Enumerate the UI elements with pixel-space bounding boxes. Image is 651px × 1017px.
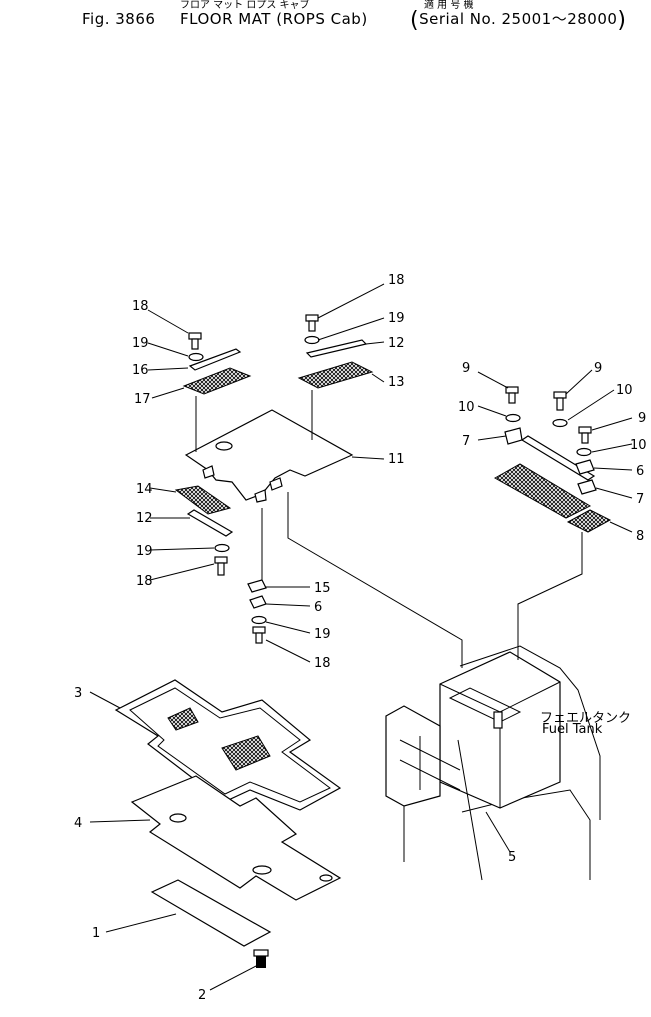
washer-10-center	[552, 418, 568, 428]
floor-plate-4	[130, 775, 342, 901]
callout-12: 12	[388, 336, 405, 351]
callout-1: 1	[92, 926, 100, 941]
title-japanese: フロア マット ロプス キャブ	[180, 0, 310, 11]
guide-line	[287, 492, 463, 668]
callout-9: 9	[638, 411, 646, 426]
floor-mat-3-inner	[129, 687, 331, 803]
guide-line	[517, 532, 583, 660]
mat-piece-13	[297, 361, 374, 389]
callout-9: 9	[594, 361, 602, 376]
support-bar	[399, 759, 461, 791]
strip-16	[188, 348, 242, 371]
clip-6-right	[575, 459, 595, 475]
bar-right-long	[520, 435, 596, 481]
bolt-18-top-left	[188, 332, 202, 350]
mat-3-texture	[167, 707, 199, 731]
fuel-tank-label-jp: フェエルタンク	[540, 711, 631, 726]
mat-piece-17	[182, 367, 252, 395]
callout-19: 19	[136, 544, 153, 559]
callout-8: 8	[636, 529, 644, 544]
callout-14: 14	[136, 482, 153, 497]
callout-19: 19	[314, 627, 331, 642]
washer-10-left	[505, 413, 521, 423]
callout-18: 18	[132, 299, 149, 314]
bolt-2	[253, 949, 269, 968]
callout-10: 10	[630, 438, 647, 453]
callout-6: 6	[636, 464, 644, 479]
plate-tab	[202, 465, 215, 479]
callout-5: 5	[508, 850, 516, 865]
washer-19-lower-center	[251, 615, 267, 625]
bolt-9-right	[578, 426, 592, 444]
washer-10-right	[576, 447, 592, 457]
paren-open: (	[410, 8, 420, 33]
callout-15: 15	[314, 581, 331, 596]
callout-6: 6	[314, 600, 322, 615]
washer-19-lower-left	[214, 543, 230, 553]
mat-3-texture	[221, 735, 271, 771]
bolt-9-left	[505, 386, 519, 404]
callout-18: 18	[314, 656, 331, 671]
tank-bracket	[448, 687, 522, 723]
cab-floor-outline	[461, 789, 591, 880]
cover-1	[150, 879, 272, 947]
callout-7: 7	[636, 492, 644, 507]
bolt-18-top-center	[305, 314, 319, 332]
callout-19: 19	[132, 336, 149, 351]
washer-19-top-left	[188, 352, 204, 362]
serial-japanese: 適 用 号 機	[424, 0, 474, 11]
figure-number: Fig. 3866	[82, 10, 156, 28]
callout-10: 10	[458, 400, 475, 415]
callout-3: 3	[74, 686, 82, 701]
serial-text: Serial No. 25001～28000	[419, 10, 618, 28]
plate-4-hole	[169, 813, 187, 823]
mat-piece-14	[174, 485, 232, 515]
plate-4-hole	[319, 874, 333, 882]
cab-outline	[459, 645, 601, 820]
tank-support-frame	[385, 705, 441, 807]
paren-close: )	[617, 8, 627, 33]
bolt-18-lower-center	[252, 626, 266, 644]
callout-12: 12	[136, 511, 153, 526]
callout-18: 18	[388, 273, 405, 288]
mat-piece-8	[566, 509, 612, 533]
callout-9: 9	[462, 361, 470, 376]
guide-line	[457, 739, 483, 881]
page-title: FLOOR MAT (ROPS Cab)	[180, 10, 368, 28]
callout-19: 19	[388, 311, 405, 326]
bolt-9-center	[553, 391, 567, 411]
floor-mat-3	[114, 679, 342, 811]
callout-4: 4	[74, 816, 82, 831]
bracket-7-lower	[577, 479, 597, 495]
floor-plate-11	[184, 409, 354, 501]
support-bar	[399, 739, 461, 771]
plate-tab	[254, 489, 267, 503]
callout-11: 11	[388, 452, 405, 467]
bolt-18-lower-left	[214, 556, 228, 576]
callout-13: 13	[388, 375, 405, 390]
mat-piece-right-hatched	[493, 463, 592, 519]
clip-6-left	[249, 595, 267, 609]
bracket-7-upper	[504, 427, 523, 445]
leader-lines	[89, 283, 633, 991]
fuel-tank-label: Fuel Tank	[542, 722, 603, 737]
callout-7: 7	[462, 434, 470, 449]
clip-15	[247, 579, 267, 593]
callout-2: 2	[198, 988, 206, 1003]
plate-tab	[269, 477, 283, 491]
callout-18: 18	[136, 574, 153, 589]
callout-16: 16	[132, 363, 149, 378]
strip-12-lower	[186, 509, 234, 537]
serial-range: (Serial No. 25001～28000)	[410, 8, 627, 33]
callout-10: 10	[616, 383, 633, 398]
plate-hole	[215, 441, 233, 451]
washer-19-top-center	[304, 335, 320, 345]
plate-4-hole	[252, 865, 272, 875]
callout-17: 17	[134, 392, 151, 407]
tank-cap	[493, 711, 503, 729]
